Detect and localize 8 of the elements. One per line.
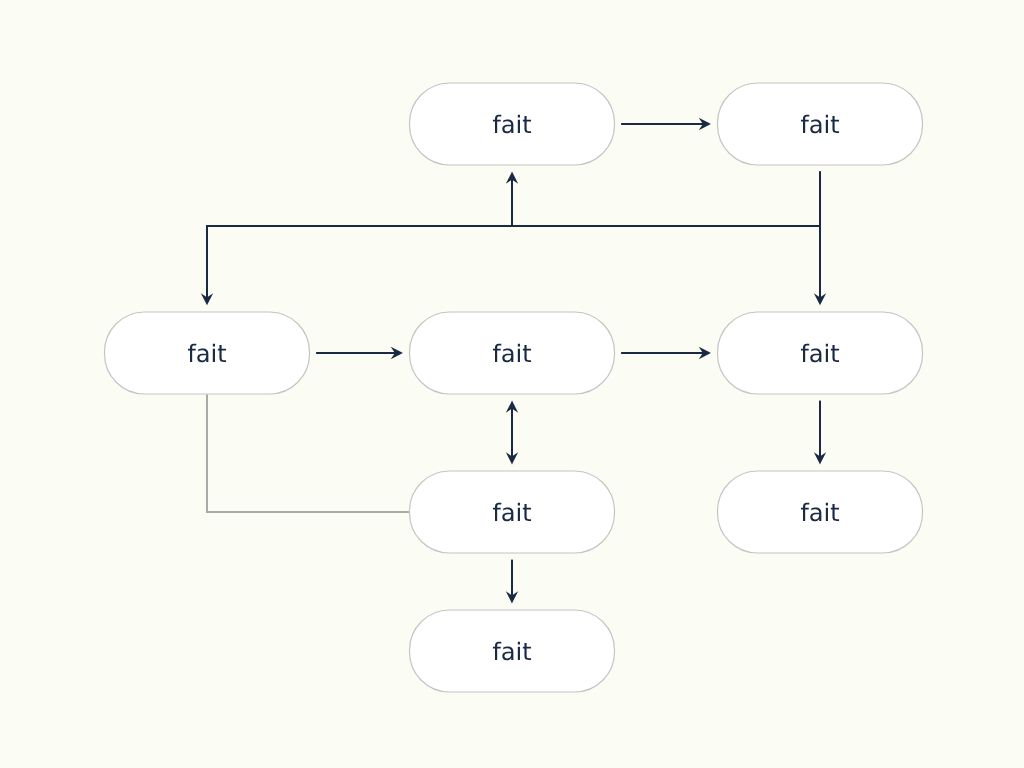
- process-box: fait: [408, 82, 616, 166]
- process-box: fait: [408, 609, 616, 693]
- process-box: fait: [716, 311, 924, 395]
- process-box: fait: [716, 82, 924, 166]
- process-box: fait: [716, 470, 924, 554]
- process-box: fait: [408, 311, 616, 395]
- process-box: fait: [408, 470, 616, 554]
- process-box: fait: [103, 311, 311, 395]
